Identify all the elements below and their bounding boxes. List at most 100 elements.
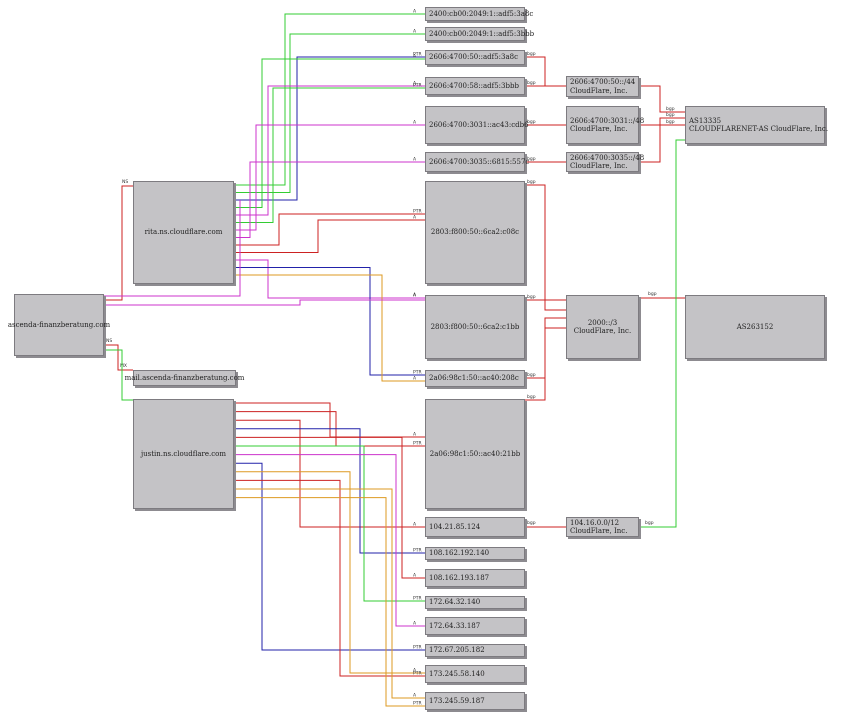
edge-label-justin: A bbox=[413, 432, 417, 438]
edge-justin bbox=[234, 471, 425, 674]
edge-justin bbox=[234, 488, 425, 699]
edge-justin bbox=[234, 462, 425, 651]
edge-rita bbox=[234, 124, 425, 231]
edge-label-bgp: bgp bbox=[645, 520, 654, 526]
edge-label-justin: A bbox=[413, 693, 417, 699]
edge-label-justin: A bbox=[413, 522, 417, 528]
node-ipv6[interactable]: 2606:4700:58::adf5:3bbb bbox=[425, 77, 525, 95]
edge-label-root: MX bbox=[120, 363, 127, 369]
node-prefix[interactable]: 2606:4700:50::/44 CloudFlare, Inc. bbox=[566, 76, 639, 97]
node-ipv6[interactable]: 2400:cb00:2049:1::adf5:3bbb bbox=[425, 27, 534, 41]
edge-label-justin: PTR bbox=[413, 441, 422, 447]
edge-label-rita: A bbox=[413, 29, 417, 35]
edge-label-justin: PTR bbox=[413, 548, 422, 554]
edge-bgp bbox=[525, 184, 566, 301]
edge-justin bbox=[234, 479, 425, 677]
edge-label-bgp: bgp bbox=[527, 80, 536, 86]
edge-label-bgp: bgp bbox=[527, 372, 536, 378]
edge-label-root: A bbox=[413, 292, 417, 298]
edge-label-root: NS bbox=[106, 338, 112, 344]
edge-rita bbox=[234, 56, 425, 201]
edge-label-rita: A bbox=[413, 120, 417, 126]
edge-bgp bbox=[525, 299, 566, 311]
edge-label-justin: PTR bbox=[413, 596, 422, 602]
edge-rita bbox=[234, 219, 425, 253]
node-mx-mail[interactable]: mail.ascenda-finanzberatung.com bbox=[125, 370, 244, 386]
node-ipv4[interactable]: 104.21.85.124 bbox=[425, 517, 525, 537]
edge-rita bbox=[234, 259, 425, 299]
node-ipv6[interactable]: 2606:4700:3035::6815:557c bbox=[425, 152, 529, 172]
node-ns-justin[interactable]: justin.ns.cloudflare.com bbox=[133, 399, 234, 509]
edge-bgp-as bbox=[639, 117, 685, 126]
edge-root-a bbox=[104, 200, 241, 297]
node-ipv6[interactable]: 2803:f800:50::6ca2:c08c bbox=[425, 181, 525, 284]
edge-root-mx bbox=[104, 344, 133, 371]
edge-label-rita: PTR bbox=[413, 209, 422, 215]
node-ipv6[interactable]: 2803:f800:50::6ca2:c1bb bbox=[425, 295, 525, 359]
edge-root-a2 bbox=[104, 299, 425, 306]
edge-label-bgp: bgp bbox=[666, 112, 675, 118]
node-ipv4[interactable]: 172.67.205.182 bbox=[425, 644, 525, 657]
edge-rita bbox=[234, 85, 425, 216]
edge-label-rita: A bbox=[413, 54, 417, 60]
node-ipv6[interactable]: 2a06:98c1:50::ac40:21bb bbox=[425, 399, 525, 509]
edge-label-rita: A bbox=[413, 215, 417, 221]
edge-root-justin bbox=[104, 349, 133, 401]
edge-label-justin: PTR bbox=[413, 645, 422, 651]
edge-label-rita: A bbox=[413, 81, 417, 87]
node-prefix[interactable]: 2000::/3 CloudFlare, Inc. bbox=[566, 295, 639, 359]
edge-rita bbox=[234, 87, 425, 223]
edge-label-justin: PTR bbox=[413, 701, 422, 707]
edge-label-justin: A bbox=[413, 621, 417, 627]
edge-label-rita: A bbox=[413, 157, 417, 163]
edge-label-bgp: bgp bbox=[666, 106, 675, 112]
node-ipv6[interactable]: 2a06:98c1:50::ac40:208c bbox=[425, 370, 525, 387]
edge-label-root: NS bbox=[122, 179, 128, 185]
node-prefix[interactable]: 2606:4700:3035::/48 CloudFlare, Inc. bbox=[566, 152, 644, 172]
edge-label-bgp: bgp bbox=[527, 179, 536, 185]
edge-label-bgp: bgp bbox=[527, 119, 536, 125]
edge-bgp-as bbox=[639, 139, 685, 528]
edge-rita bbox=[234, 13, 425, 186]
edge-justin bbox=[234, 436, 425, 579]
edge-label-bgp: bgp bbox=[527, 51, 536, 57]
edge-label-bgp: bgp bbox=[527, 294, 536, 300]
node-prefix[interactable]: 104.16.0.0/12 CloudFlare, Inc. bbox=[566, 517, 639, 537]
edge-label-rita: PTR bbox=[413, 52, 422, 58]
edge-label-rita: A bbox=[413, 376, 417, 382]
node-as263152[interactable]: AS263152 bbox=[685, 295, 825, 359]
node-ipv4[interactable]: 173.245.59.187 bbox=[425, 692, 525, 710]
node-ipv4[interactable]: 172.64.32.140 bbox=[425, 596, 525, 609]
edge-rita bbox=[234, 161, 425, 238]
edge-label-bgp: bgp bbox=[527, 394, 536, 400]
node-as13335[interactable]: AS13335 CLOUDFLARENET-AS CloudFlare, Inc… bbox=[685, 106, 828, 144]
node-ipv6[interactable]: 2400:cb00:2049:1::adf5:3a8c bbox=[425, 7, 533, 21]
node-ipv4[interactable]: 172.64.33.187 bbox=[425, 617, 525, 635]
node-ipv4[interactable]: 108.162.192.140 bbox=[425, 547, 525, 560]
edge-rita bbox=[234, 267, 425, 376]
edge-justin bbox=[234, 497, 425, 707]
edge-bgp-as bbox=[639, 124, 685, 163]
edge-root-ns bbox=[104, 185, 133, 301]
node-root-domain[interactable]: ascenda-finanzberatung.com bbox=[8, 294, 110, 356]
edge-label-rita: A bbox=[413, 293, 417, 299]
node-ipv6[interactable]: 2606:4700:3031::ac43:cdb6 bbox=[425, 106, 529, 144]
edge-justin bbox=[234, 419, 425, 528]
edge-label-bgp: bgp bbox=[666, 119, 675, 125]
node-prefix[interactable]: 2606:4700:3031::/48 CloudFlare, Inc. bbox=[566, 106, 644, 144]
node-ipv4[interactable]: 108.162.193.187 bbox=[425, 569, 525, 587]
edge-rita bbox=[234, 33, 425, 193]
edge-label-rita: A bbox=[413, 9, 417, 15]
edge-bgp-as bbox=[639, 85, 685, 113]
node-ipv4[interactable]: 173.245.58.140 bbox=[425, 665, 525, 683]
node-ns-rita[interactable]: rita.ns.cloudflare.com bbox=[133, 181, 234, 284]
edge-label-justin: A bbox=[413, 573, 417, 579]
edge-justin bbox=[234, 445, 425, 602]
edge-rita bbox=[234, 58, 425, 208]
node-ipv6[interactable]: 2606:4700:50::adf5:3a8c bbox=[425, 50, 525, 65]
edge-rita bbox=[234, 213, 425, 246]
edge-justin bbox=[234, 454, 425, 627]
edge-label-bgp: bgp bbox=[527, 156, 536, 162]
